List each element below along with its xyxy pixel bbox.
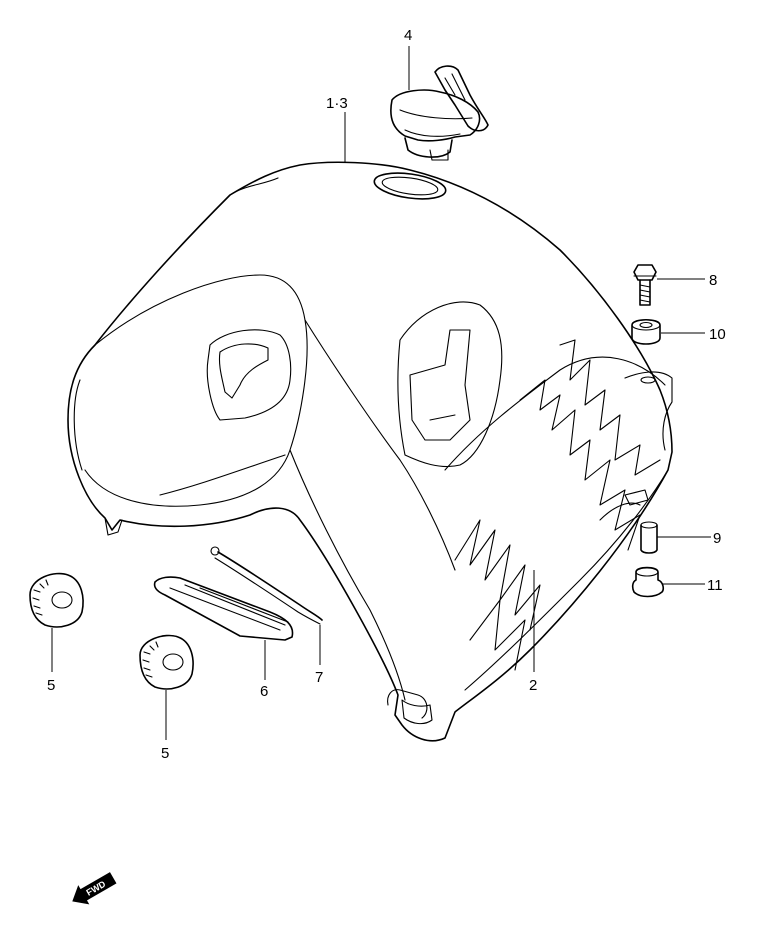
callout-7: 7	[315, 669, 323, 686]
callout-5-lower: 5	[161, 745, 169, 762]
leader-lines	[51, 46, 711, 740]
callout-5-left: 5	[47, 677, 55, 694]
callout-1-3: 1·3	[326, 95, 348, 112]
callout-10: 10	[709, 326, 726, 343]
fuel-tank	[67, 161, 673, 742]
strap-band	[210, 546, 323, 625]
callout-4: 4	[404, 27, 412, 44]
collar	[631, 318, 661, 345]
bolt	[633, 264, 657, 306]
forward-arrow: FWD	[72, 872, 117, 905]
callout-6: 6	[260, 683, 268, 700]
cushion-grommet-left	[29, 572, 84, 628]
spacer	[640, 521, 658, 554]
callout-11: 11	[707, 577, 723, 594]
callout-8: 8	[709, 272, 717, 289]
rubber-pad	[153, 576, 294, 641]
cushion-grommet-right	[139, 634, 194, 690]
callout-2: 2	[529, 677, 537, 694]
cushion	[631, 566, 664, 598]
callout-9: 9	[713, 530, 721, 547]
fuel-cap	[390, 65, 489, 161]
